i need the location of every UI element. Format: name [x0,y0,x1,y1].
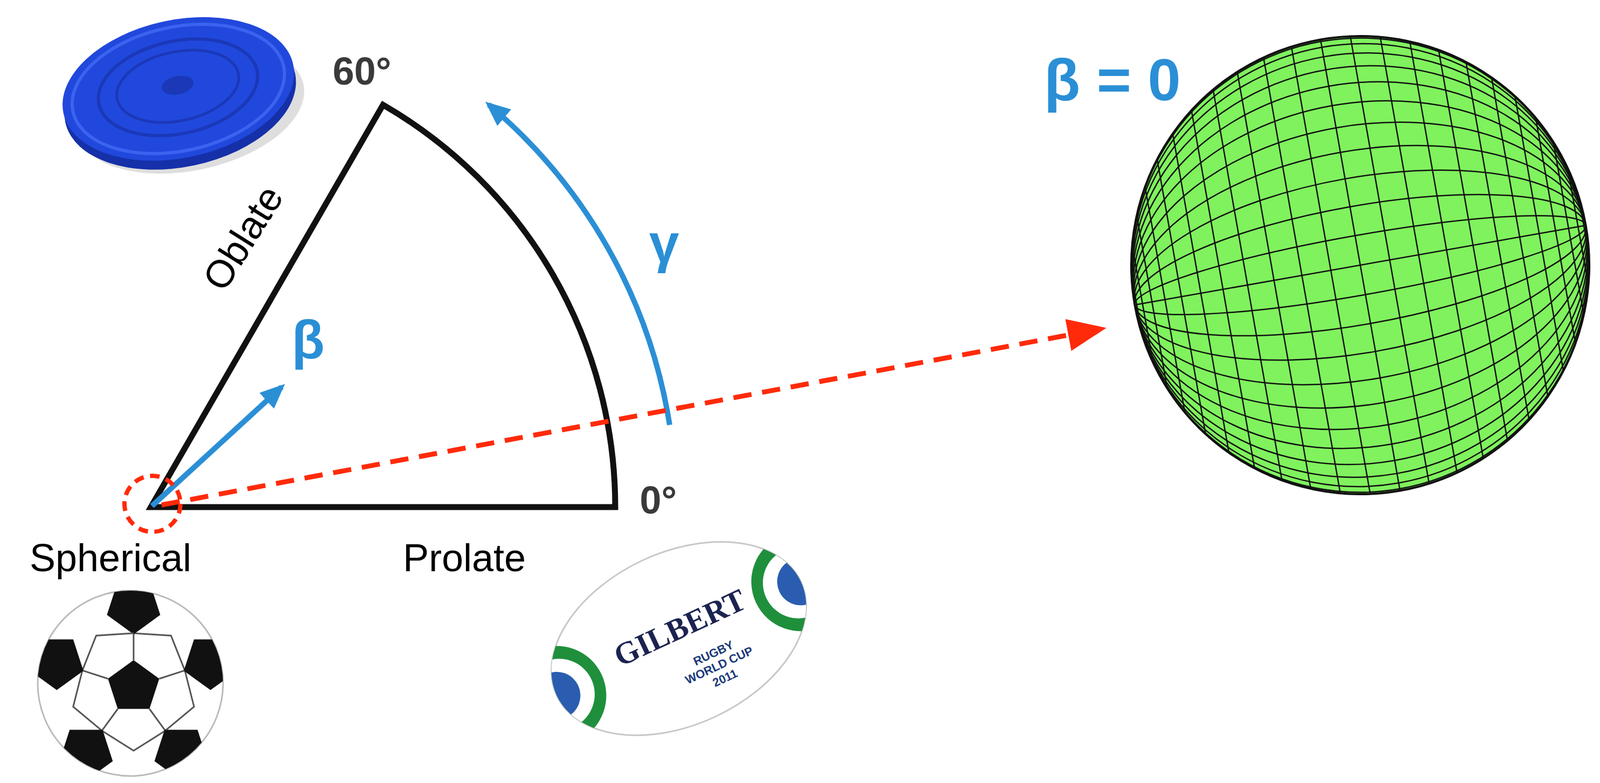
soccer-patch [30,639,84,691]
soccer-patch [183,639,238,691]
soccer-seam [82,670,109,679]
frisbee-ring [59,5,297,172]
rugby-ball [475,482,882,783]
rugby-swirl [734,515,867,648]
gamma-arrow [488,104,670,426]
sphere-parallel [1465,61,1529,420]
sphere-parallel [1320,39,1401,491]
soccer-patch [59,729,113,781]
rugby-swirl [750,535,846,630]
parameter-label: β [291,308,325,371]
angle-label: 60° [332,49,392,94]
frisbee [49,0,317,196]
sphere-parallel [1136,215,1167,388]
frisbee-top [49,0,308,182]
soccer-ball [30,583,238,781]
soccer-seam [101,730,166,751]
soccer-seam [101,708,118,731]
sphere-parallel [1350,36,1429,484]
sphere-parallel [1191,110,1255,469]
soccer-seam [165,670,194,731]
sphere-parallel [1409,41,1484,458]
soccer-patch [107,583,161,635]
edge-label: Oblate [193,177,293,298]
sphere-parallel [1535,117,1576,344]
sphere-parallel [1237,72,1311,489]
sphere-parallel [1132,245,1153,363]
soccer-seam [73,670,102,731]
soccer-seam [149,708,165,731]
sphere-parallel [1131,275,1142,335]
parameter-label: γ [649,212,680,275]
soccer-seam [133,632,135,660]
sphere-parallel [1514,96,1564,372]
soccer-seam [133,632,185,671]
sphere-parallel [1491,77,1548,397]
sphere-parallel [1438,50,1508,441]
rugby-swirl [525,663,589,727]
shape-label: Spherical [29,535,192,581]
sphere-meridian [1115,112,1600,418]
soccer-patch [154,729,208,781]
soccer-seam [159,670,186,679]
rugby-swirl [511,647,607,742]
frisbee-ring [89,25,267,150]
sphere-parallel [1578,196,1589,255]
rugby-swirl [490,629,623,762]
rugby-decoration [490,515,867,762]
frisbee-center [160,72,196,98]
rugby-swirl [769,550,833,614]
frisbee-ring [109,39,246,134]
sphere-parallel [1263,57,1341,494]
angle-label: 0° [640,477,678,523]
edge-label: Prolate [402,535,526,581]
sphere-parallel [1567,168,1589,285]
soccer-seam [82,632,134,671]
shape-sector [150,105,616,508]
sphere-parallel [1291,46,1370,495]
sphere-parallel [1380,37,1458,473]
parameter-label: β = 0 [1044,45,1181,115]
soccer-patch [107,659,159,709]
rugby-body [520,503,838,774]
sphere-meridian [1110,87,1600,442]
soccer-pattern [30,583,238,781]
sphere-parallel [1553,142,1584,315]
